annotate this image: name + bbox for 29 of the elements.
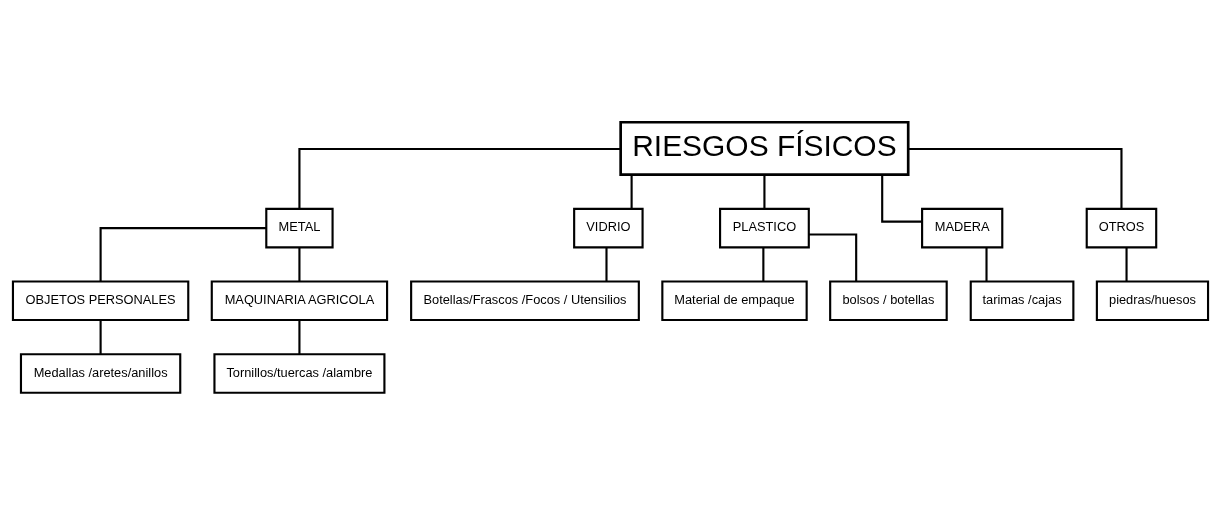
node-box: OBJETOS PERSONALES — [11, 280, 190, 321]
connector — [99, 226, 267, 281]
connector — [298, 319, 301, 354]
connector — [985, 247, 988, 281]
node-box: PLASTICO — [719, 207, 810, 248]
node-box: VIDRIO — [573, 207, 644, 248]
node-box: Medallas /aretes/anillos — [19, 352, 182, 394]
connector — [1125, 247, 1128, 281]
connector — [763, 174, 766, 209]
connector — [298, 147, 621, 209]
node-box: Botellas/Frascos /Focos / Utensilios — [410, 280, 640, 321]
connector — [298, 247, 301, 281]
connector — [881, 174, 922, 223]
node-box: bolsos / botellas — [829, 280, 948, 321]
node-box: MADERA — [921, 207, 1004, 248]
node-box: RIESGOS FÍSICOS — [619, 120, 910, 176]
node-box: piedras/huesos — [1095, 280, 1210, 321]
connector — [762, 247, 765, 281]
node-box: OTROS — [1085, 207, 1158, 248]
connector — [808, 232, 858, 281]
connector — [908, 147, 1123, 209]
connector — [99, 319, 102, 354]
connector — [630, 174, 633, 209]
node-box: Tornillos/tuercas /alambre — [213, 352, 386, 394]
node-box: METAL — [265, 207, 334, 248]
node-box: Material de empaque — [661, 280, 808, 321]
node-box: tarimas /cajas — [969, 280, 1075, 321]
connector — [605, 247, 608, 281]
node-box: MAQUINARIA AGRICOLA — [210, 280, 389, 321]
